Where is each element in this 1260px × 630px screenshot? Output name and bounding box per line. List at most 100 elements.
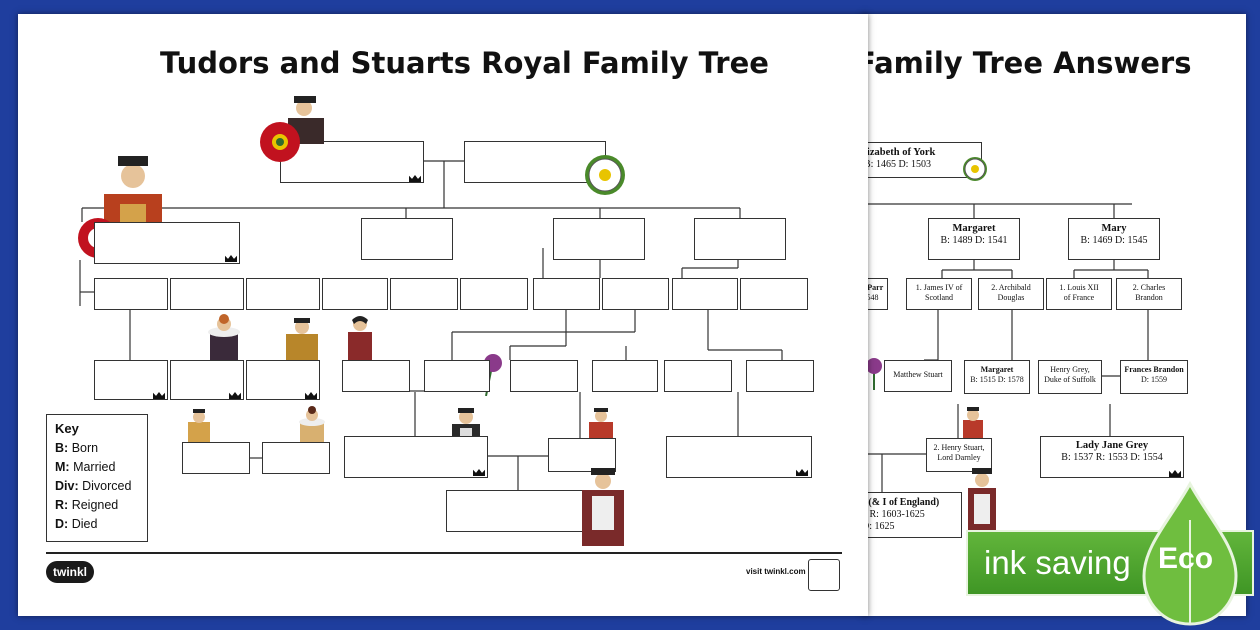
answer-box-margaret[interactable] [553, 218, 645, 260]
answer-box-wife-1[interactable] [94, 278, 168, 310]
key-abbr-born: B: [55, 441, 69, 455]
answer-box-mary-husband-1[interactable] [672, 278, 738, 310]
answer-margaret2-dates: B: 1515 D: 1578 [970, 375, 1024, 384]
answer-box-wife-4[interactable] [322, 278, 388, 310]
answer-louis-line2: of France [1063, 293, 1095, 302]
key-abbr-reigned: R: [55, 498, 69, 512]
answer-box-mary[interactable] [694, 218, 786, 260]
answer-box-wife-3[interactable] [246, 278, 320, 310]
key-text-died: Died [71, 517, 98, 531]
answer-henry-grey: Henry Grey, Duke of Suffolk [1038, 360, 1102, 394]
henry-vii-portrait-icon [260, 96, 324, 162]
key-text-divorced: Divorced [82, 479, 132, 493]
answer-margaret-douglas: Margaret B: 1515 D: 1578 [964, 360, 1030, 394]
answer-box-wife-6[interactable] [460, 278, 528, 310]
key-row-died: D: Died [55, 515, 139, 534]
answer-box-mary-husband-2[interactable] [740, 278, 808, 310]
footer-divider [46, 552, 842, 554]
thistle-icon [866, 358, 882, 390]
answer-james-iv-line2: Scotland [925, 293, 953, 302]
family-tree-connector-lines [79, 160, 783, 490]
crown-icon [796, 469, 808, 476]
answer-james-i: I (& I of England) 6 R: 1603-1625 D: 162… [862, 492, 962, 538]
answer-archibald: 2. Archibald Douglas [978, 278, 1044, 310]
crown-icon [153, 392, 165, 399]
answer-margaret-dates: B: 1489 D: 1541 [940, 235, 1008, 246]
eco-badge-label: Eco [1158, 542, 1214, 575]
white-rose-icon [585, 155, 625, 195]
answer-charles-line2: Brandon [1135, 293, 1163, 302]
answer-box-frances-brandon[interactable] [664, 360, 732, 392]
answer-mary: Mary B: 1469 D: 1545 [1068, 218, 1160, 260]
answer-darnley-line1: 2. Henry Stuart, [933, 443, 985, 452]
answer-box-lady-jane-grey[interactable] [666, 436, 812, 478]
key-abbr-divorced: Div: [55, 479, 79, 493]
key-row-divorced: Div: Divorced [55, 477, 139, 496]
answer-box-henry-grey[interactable] [592, 360, 658, 392]
answer-box-mary-i[interactable] [94, 360, 168, 400]
answer-mary-dates: B: 1469 D: 1545 [1080, 235, 1148, 246]
answer-box-elizabeth-of-york[interactable] [464, 141, 606, 183]
answer-parr-line1: e Parr [862, 283, 884, 292]
key-text-born: Born [71, 441, 99, 455]
answer-margaret-name: Margaret [952, 223, 996, 234]
answer-jane-dates1: B: 1537 R: 1553 [1061, 452, 1128, 463]
answer-box-matthew-stuart[interactable] [424, 360, 490, 392]
worksheet-sheet: Tudors and Stuarts Royal Family Tree [18, 14, 868, 616]
answer-box-lord-darnley[interactable] [548, 438, 616, 472]
elizabeth-i-portrait-icon [208, 314, 240, 360]
answer-james-line1: I (& I of England) [862, 497, 940, 508]
answer-box-james-i[interactable] [446, 490, 590, 532]
crown-icon [473, 469, 485, 476]
answer-box-henry-viii[interactable] [94, 222, 240, 264]
answer-charles-line1: 2. Charles [1132, 283, 1166, 292]
answer-box-james-v[interactable] [342, 360, 410, 392]
answer-box-edward-vi[interactable] [246, 360, 320, 400]
answer-elizabeth-dates: B: 1465 D: 1503 [864, 159, 931, 170]
answer-james-line2: 6 R: 1603-1625 [862, 509, 925, 520]
mary-queen-of-scots-portrait-icon [299, 406, 325, 442]
key-abbr-married: M: [55, 460, 70, 474]
answer-henry-grey-line2: Duke of Suffolk [1044, 375, 1096, 384]
answer-james-iv: 1. James IV of Scotland [906, 278, 972, 310]
answer-jane-dates2: D: 1554 [1130, 452, 1163, 463]
crown-icon [305, 392, 317, 399]
answer-box-margaret-husband-2[interactable] [602, 278, 669, 310]
white-rose-icon [963, 157, 987, 181]
answer-box-margaret-husband-1[interactable] [533, 278, 600, 310]
answer-frances-brandon: Frances Brandon D: 1559 [1120, 360, 1188, 394]
answer-box-arthur[interactable] [361, 218, 453, 260]
answers-connector-lines [862, 203, 1149, 494]
answer-box-mary-stuart[interactable] [344, 436, 488, 478]
answer-frances-name: Frances Brandon [1124, 365, 1184, 374]
answer-box-eleanor-brandon[interactable] [746, 360, 814, 392]
answer-henry-grey-line1: Henry Grey, [1050, 365, 1090, 374]
crown-icon [225, 255, 237, 262]
answer-louis-line1: 1. Louis XII [1059, 283, 1099, 292]
answer-box-mary-queen-of-scots[interactable] [262, 442, 330, 474]
key-text-reigned: Reigned [71, 498, 119, 512]
answer-james-line3: D: 1625 [862, 521, 895, 532]
answer-mary-name: Mary [1101, 223, 1127, 234]
worksheet-title: Tudors and Stuarts Royal Family Tree [160, 46, 769, 80]
answer-box-henry-vii[interactable] [280, 141, 424, 183]
answer-box-margaret-douglas[interactable] [510, 360, 578, 392]
answer-box-elizabeth-i[interactable] [170, 360, 244, 400]
ink-saving-label: ink saving [984, 544, 1131, 581]
answer-archibald-line2: Douglas [997, 293, 1025, 302]
key-row-born: B: Born [55, 439, 139, 458]
key-legend: Key B: Born M: Married Div: Divorced R: … [46, 414, 148, 542]
key-heading: Key [55, 421, 79, 436]
answer-box-wife-5[interactable] [390, 278, 458, 310]
answer-jane-name: Lady Jane Grey [1075, 440, 1149, 451]
visit-link[interactable]: visit twinkl.com [746, 567, 806, 576]
answer-charles: 2. Charles Brandon [1116, 278, 1182, 310]
edward-vi-portrait-icon [286, 318, 318, 360]
answer-archibald-line1: 2. Archibald [991, 283, 1031, 292]
mary-i-portrait-icon [348, 316, 372, 360]
answer-box-francis-ii[interactable] [182, 442, 250, 474]
answer-margaret2-name: Margaret [980, 365, 1014, 374]
crown-icon [409, 175, 421, 182]
answer-elizabeth-name: lizabeth of York [864, 147, 936, 158]
answer-box-wife-2[interactable] [170, 278, 244, 310]
